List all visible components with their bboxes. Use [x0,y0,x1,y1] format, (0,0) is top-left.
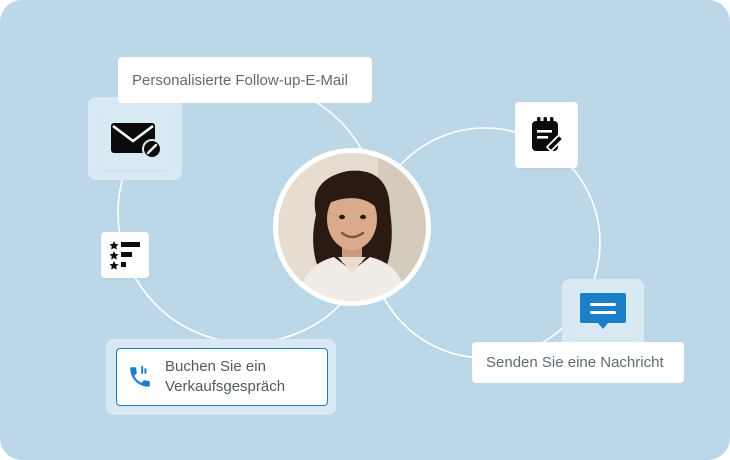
person-avatar [273,148,431,306]
follow-up-email-text: Personalisierte Follow-up-E-Mail [132,71,348,89]
notepad-edit-icon [531,117,564,153]
phone-icon [130,366,150,387]
email-card[interactable] [101,108,169,170]
mail-edit-icon [111,123,161,159]
chat-bubble-icon [580,293,626,329]
rating-card[interactable] [101,232,149,278]
send-message-text: Senden Sie eine Nachricht [486,354,664,371]
message-card[interactable] [573,288,633,340]
book-call-line2: Verkaufsgespräch [165,378,286,395]
book-call-line1: Buchen Sie ein [165,358,266,375]
star-list-icon [109,241,140,270]
follow-up-email-label[interactable]: Personalisierte Follow-up-E-Mail [118,57,372,103]
notes-card[interactable] [515,102,578,168]
portrait [278,153,426,301]
book-call-text: Buchen Sie ein Verkaufsgespräch [165,357,285,397]
send-message-label[interactable]: Senden Sie eine Nachricht [472,342,684,383]
book-call-button[interactable]: Buchen Sie ein Verkaufsgespräch [116,348,328,406]
